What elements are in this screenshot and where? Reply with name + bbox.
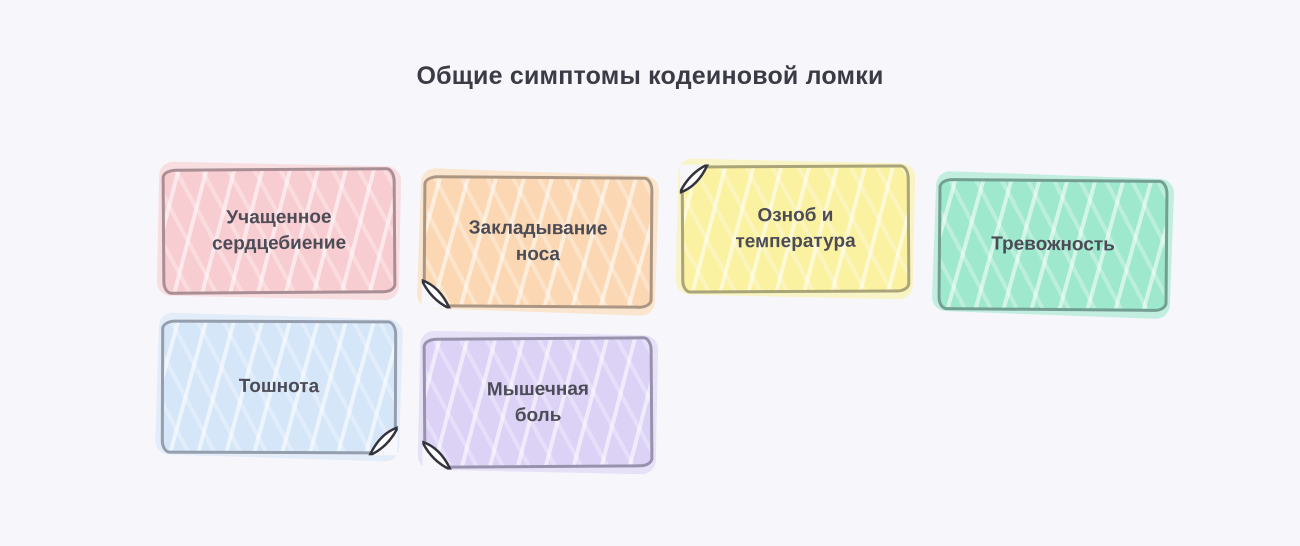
card-chills-fever: Озноб и температура xyxy=(679,164,911,294)
card-nausea: Тошнота xyxy=(160,319,398,456)
card-nasal-congestion: Закладывание носа xyxy=(421,175,654,309)
card-anxiety: Тревожность xyxy=(937,177,1169,313)
card-muscle-pain: Мышечная боль xyxy=(422,336,654,470)
corner-fold xyxy=(368,426,398,456)
corner-fold xyxy=(422,440,452,470)
card-label: Мышечная боль xyxy=(486,378,590,426)
corner-fold xyxy=(421,278,451,309)
corner-fold xyxy=(679,164,709,194)
card-rapid-heartbeat: Учащенное сердцебиение xyxy=(161,167,397,295)
card-label: Учащенное сердцебиение xyxy=(211,206,347,255)
diagram-title: Общие симптомы кодеиновой ломки xyxy=(416,62,884,90)
card-label: Тревожность xyxy=(991,233,1115,256)
card-label: Закладывание носа xyxy=(468,217,608,266)
card-label: Озноб и температура xyxy=(735,205,856,253)
card-label: Тошнота xyxy=(238,376,320,398)
